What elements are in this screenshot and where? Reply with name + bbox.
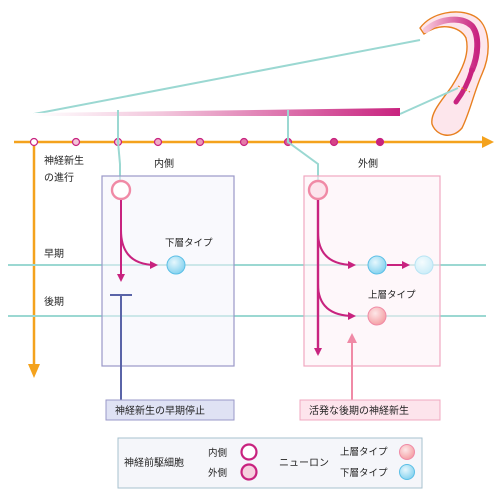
legend-lower-label: 下層タイプ [340, 468, 388, 479]
zoom-line-lower [399, 87, 459, 115]
axis-dot [375, 137, 385, 147]
legend-neuron-label: ニューロン [279, 458, 329, 469]
legend-inner-label: 内側 [208, 447, 227, 459]
outer-result-label: 活発な後期の神経新生 [309, 404, 409, 417]
outer-connector-line [287, 110, 319, 180]
outer-result-box [299, 399, 441, 421]
horizontal-axis-arrowhead [482, 136, 494, 148]
outer-lower-neuron [367, 255, 387, 275]
late-stage-label: 後期 [44, 295, 64, 308]
legend-box [117, 437, 423, 489]
axis-dot [195, 137, 205, 147]
inner-panel-box [101, 175, 235, 367]
axis-dot [239, 137, 249, 147]
legend-progenitor-label: 神経前駆細胞 [124, 456, 184, 469]
inner-connector-line [117, 110, 121, 180]
inner-panel-title: 内側 [154, 157, 174, 170]
axis-label-line2: の進行 [44, 171, 74, 184]
legend-outer-progenitor-icon [240, 463, 258, 481]
legend-lower-neuron-icon [399, 464, 415, 480]
inner-lower-neuron-label: 下層タイプ [165, 238, 213, 249]
axis-label-line1: 神経新生 [44, 154, 84, 167]
neurogenesis-gradient-wedge [34, 108, 400, 116]
legend-upper-label: 上層タイプ [340, 447, 388, 458]
early-stage-label: 早期 [44, 248, 64, 260]
outer-panel-title: 外側 [358, 157, 378, 170]
inner-result-box [105, 399, 235, 421]
legend-upper-neuron-icon [399, 444, 415, 460]
outer-progenitor-cell [307, 179, 329, 201]
axis-dot [29, 137, 39, 147]
brain-section-illustration [419, 11, 489, 136]
inner-branch-arrow [120, 229, 158, 269]
axis-dot [153, 137, 163, 147]
axis-progenitor-dots [29, 137, 385, 147]
outer-upper-neuron-label: 上層タイプ [368, 290, 416, 301]
zoom-line-upper [33, 39, 421, 115]
legend-inner-progenitor-icon [240, 443, 258, 461]
outer-late-branch-arrow [317, 283, 356, 320]
outer-early-branch-arrow [317, 231, 356, 269]
outer-lower-neuron-faint [414, 255, 434, 275]
outer-upper-neuron [367, 306, 387, 326]
axis-dot [71, 137, 81, 147]
legend-outer-label: 外側 [208, 467, 227, 479]
vertical-axis-arrowhead [28, 364, 40, 378]
inner-progenitor-cell [110, 179, 132, 201]
axis-dot [329, 137, 339, 147]
inner-result-label: 神経新生の早期停止 [115, 404, 205, 417]
inner-lower-neuron [166, 255, 186, 275]
